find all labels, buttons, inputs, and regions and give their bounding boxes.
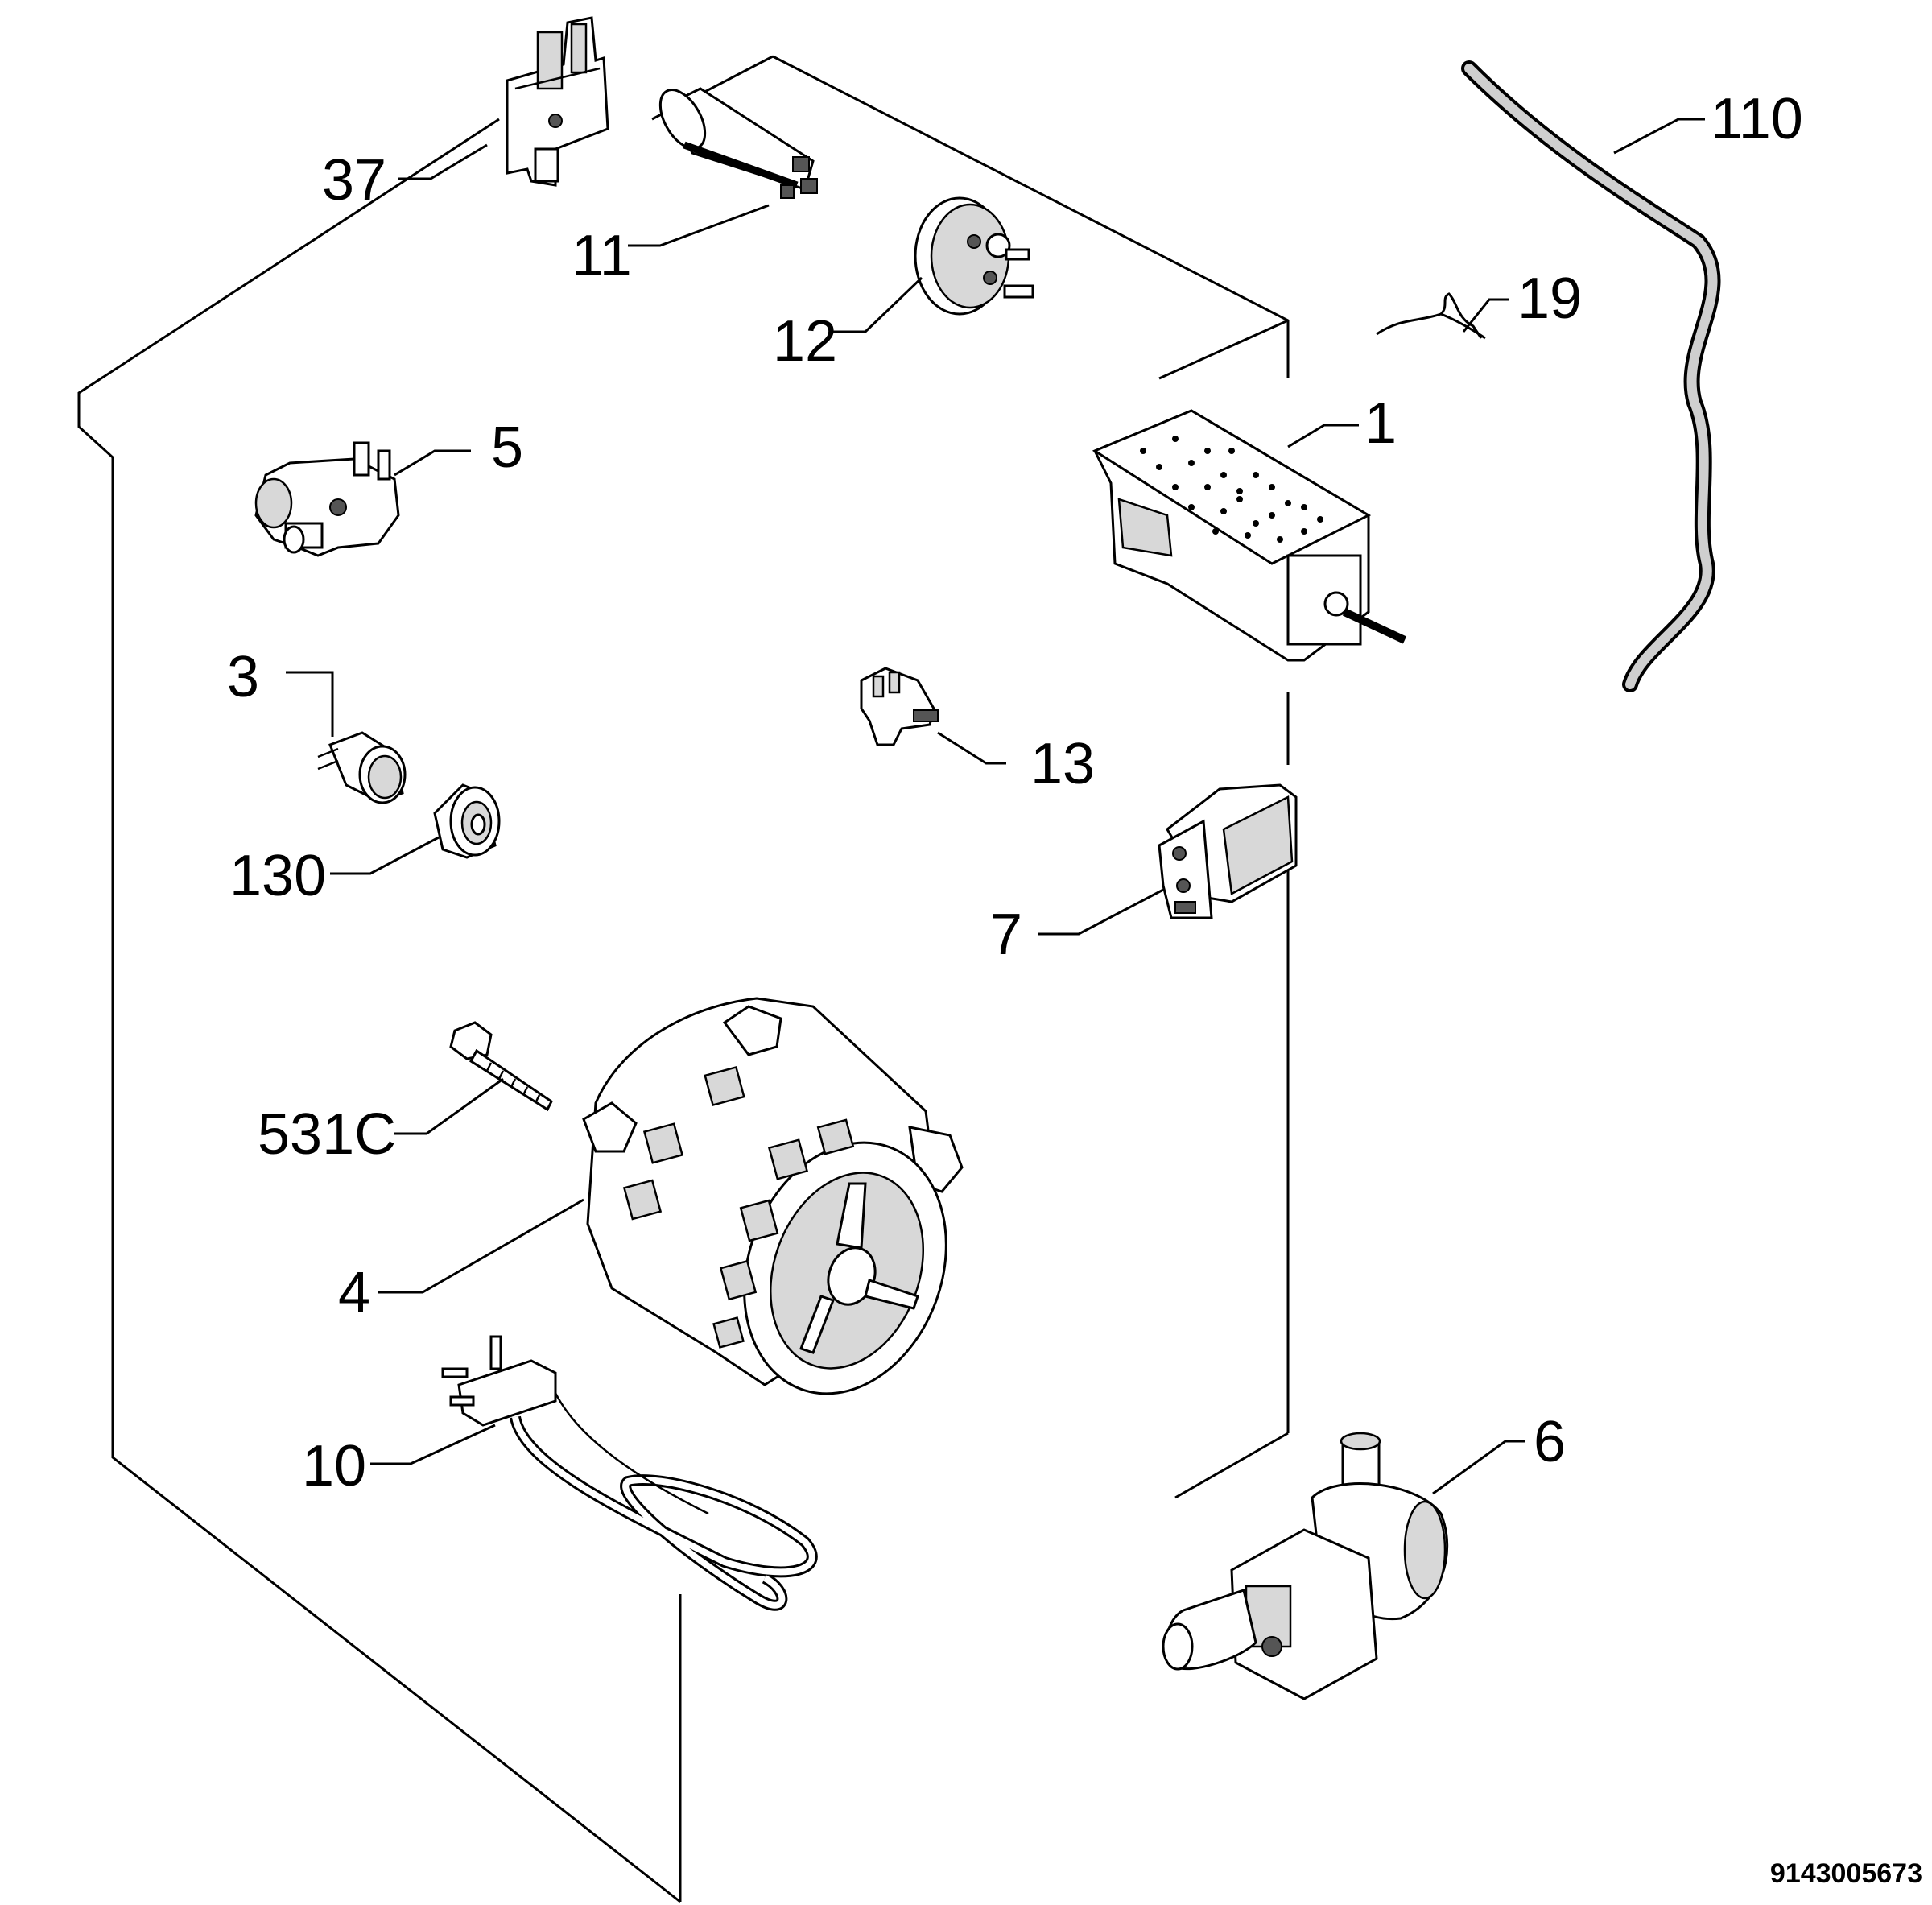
label-part-13: 13 [1030,732,1095,796]
label-part-10: 10 [302,1434,366,1498]
part-7-door-lock[interactable] [1158,783,1298,919]
cabinet-outline [77,55,1290,1903]
label-part-130: 130 [229,844,326,908]
motor-vents [622,1065,855,1349]
label-part-19: 19 [1517,267,1582,331]
part-6-drain-pump[interactable] [1162,1432,1449,1700]
label-part-1: 1 [1364,391,1397,456]
part-11-capacitor[interactable] [651,82,818,199]
part-3-push-button[interactable] [317,731,407,804]
label-part-4: 4 [338,1261,370,1325]
part-10-heating-element[interactable] [441,1335,818,1611]
part-1-programmer[interactable] [1092,409,1407,662]
part-531c-screw[interactable] [449,1021,553,1112]
part-13-connector[interactable] [860,667,939,746]
label-part-5: 5 [491,415,523,480]
label-part-7: 7 [990,903,1022,967]
programmer-grid [1140,436,1323,543]
part-19-clip[interactable] [1376,292,1486,340]
label-part-6: 6 [1534,1410,1566,1474]
callout-labels: 37 11 12 5 1 19 110 3 13 130 7 531C 4 10… [227,87,1803,1498]
part-110-hose[interactable] [1461,60,1721,692]
label-part-12: 12 [773,309,837,374]
label-part-110: 110 [1711,87,1803,151]
label-part-3: 3 [227,645,259,709]
part-12-pressure-switch[interactable] [914,196,1034,316]
part-5-inlet-valve[interactable] [254,441,400,557]
label-part-11: 11 [572,224,632,288]
part-130-knob[interactable] [433,783,501,859]
part-4-motor[interactable] [582,997,980,1422]
label-part-37: 37 [322,148,386,213]
document-number: 9143005673 [1770,1858,1922,1889]
label-part-531c: 531C [258,1102,396,1167]
part-37-bracket[interactable] [506,16,609,187]
leader-lines [286,118,1705,1495]
